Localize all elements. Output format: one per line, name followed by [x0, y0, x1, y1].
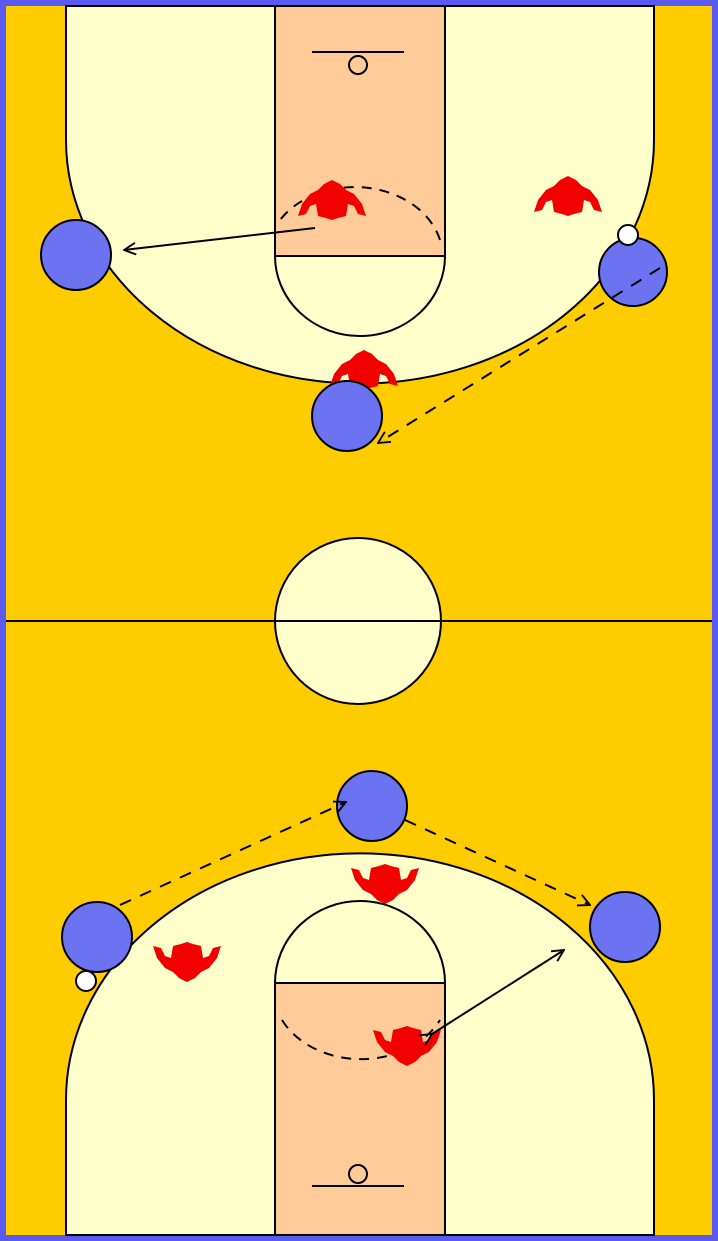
midcourt [6, 537, 712, 705]
free-throw-circle-top [274, 255, 446, 337]
restricted-arc-top [279, 186, 441, 241]
hoop-bottom [348, 1164, 368, 1184]
paint-bottom [274, 982, 446, 1236]
free-throw-circle-bottom [274, 900, 446, 984]
top-half-players [40, 176, 668, 452]
ball-top [617, 224, 639, 246]
pass-arrow-top [378, 267, 661, 443]
restricted-arc-bottom [281, 1019, 441, 1061]
cut-arrow-top [124, 227, 316, 250]
offense-bottom-center [336, 770, 408, 842]
offense-bottom-right [589, 891, 661, 963]
offense-top-right [598, 237, 668, 307]
top-half-court [65, 5, 655, 385]
paint-top [274, 5, 446, 257]
pass-arrow-bottom-1 [119, 802, 346, 906]
offense-top-left [40, 219, 112, 291]
hoop-top [348, 55, 368, 75]
ball-bottom [75, 970, 97, 992]
bottom-half-players [61, 770, 661, 1066]
pass-arrow-bottom-2 [404, 819, 590, 905]
offense-top-center [311, 380, 383, 452]
cut-arrow-bottom [432, 950, 564, 1034]
offense-bottom-left [61, 901, 133, 973]
